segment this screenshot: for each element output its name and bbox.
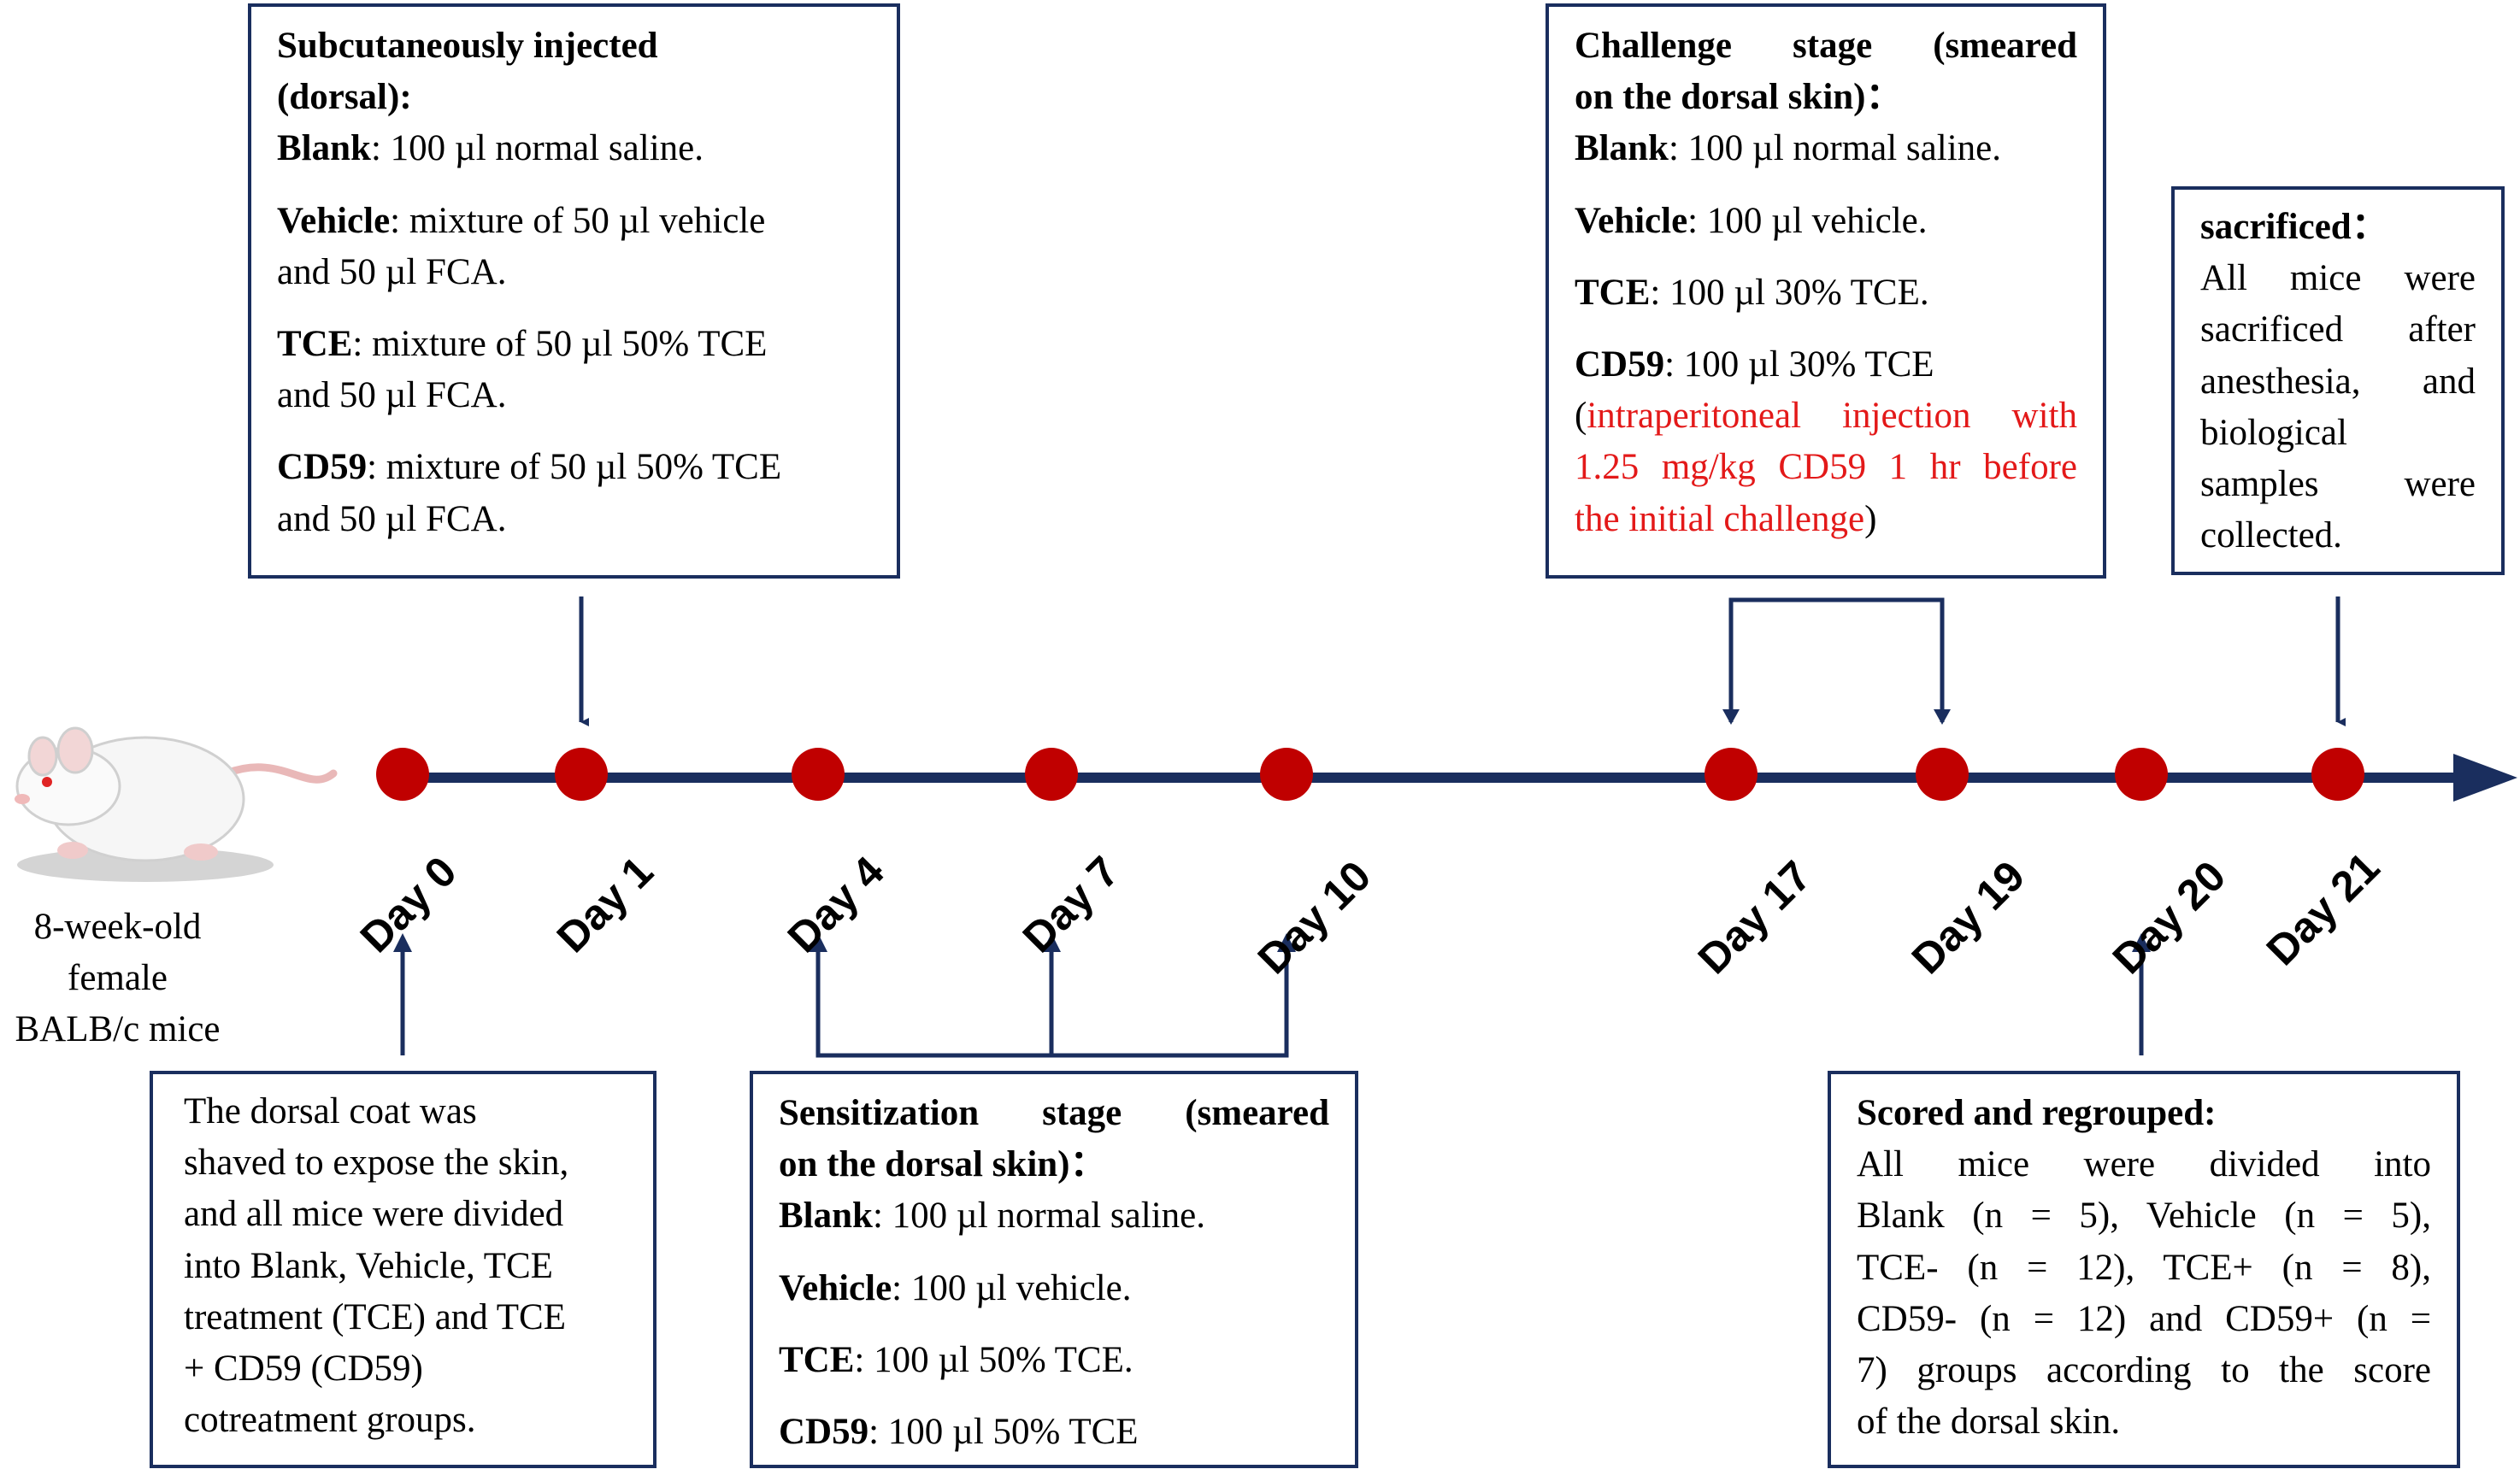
timeline-arrowhead <box>2453 754 2517 802</box>
day-dot <box>376 748 429 801</box>
challenge-note: 1.25 mg/kg CD59 1 hr before <box>1575 447 2077 488</box>
group-item-cd59: CD59: 100 µl 50% TCE <box>779 1411 1139 1452</box>
day-dot <box>555 748 608 801</box>
day-dot <box>792 748 845 801</box>
day-dot <box>1025 748 1078 801</box>
day-dot <box>1260 748 1313 801</box>
box-title: on the dorsal skin)： <box>1575 77 1903 118</box>
box-subcutaneous-injection: Subcutaneously injected (dorsal): Blank:… <box>248 3 900 579</box>
box-title: Sensitization stage (smeared <box>779 1093 1329 1133</box>
day-dot <box>2311 748 2364 801</box>
group-item-vehicle: Vehicle: 100 µl vehicle. <box>1575 200 1928 241</box>
box-title: sacrificed： <box>2200 207 2388 247</box>
white-mouse-icon <box>15 726 338 882</box>
box-sacrificed: sacrificed： All mice were sacrificed aft… <box>2171 186 2505 575</box>
group-item-tce: TCE: 100 µl 30% TCE. <box>1575 272 1929 313</box>
day-dot <box>1916 748 1969 801</box>
challenge-note: the initial challenge) <box>1575 498 1877 539</box>
day-dots <box>376 748 2364 801</box>
group-item-tce: TCE: 100 µl 50% TCE. <box>779 1339 1133 1380</box>
box-challenge-stage: Challenge stage (smeared on the dorsal s… <box>1546 3 2106 579</box>
group-item-cd59: CD59: mixture of 50 µl 50% TCE <box>277 447 782 488</box>
connector-arrows <box>393 596 2346 1058</box>
mouse-label: 8-week-old female BALB/c mice <box>15 907 221 1050</box>
group-item-tce: TCE: mixture of 50 µl 50% TCE <box>277 323 768 364</box>
day-dot <box>2115 748 2168 801</box>
group-item-blank: Blank: 100 µl normal saline. <box>277 128 704 169</box>
box-sensitization-stage: Sensitization stage (smeared on the dors… <box>750 1071 1358 1468</box>
box-title: on the dorsal skin)： <box>779 1144 1107 1185</box>
group-item-vehicle: Vehicle: mixture of 50 µl vehicle <box>277 200 766 241</box>
group-item-blank: Blank: 100 µl normal saline. <box>1575 128 2001 169</box>
group-item-vehicle: Vehicle: 100 µl vehicle. <box>779 1267 1132 1308</box>
box-title: Subcutaneously injected <box>277 26 658 66</box>
group-item-cd59: CD59: 100 µl 30% TCE <box>1575 344 1934 385</box>
box-title: (dorsal): <box>277 77 412 118</box>
box-shaving-grouping: The dorsal coat was shaved to expose the… <box>150 1071 656 1468</box>
box-title: Scored and regrouped: <box>1857 1093 2217 1133</box>
bracket-challenge <box>1728 597 1945 722</box>
group-item-blank: Blank: 100 µl normal saline. <box>779 1196 1205 1237</box>
box-scored-regrouped: Scored and regrouped: All mice were divi… <box>1828 1071 2460 1468</box>
day-dot <box>1705 748 1758 801</box>
challenge-note: (intraperitoneal injection with <box>1575 396 2077 437</box>
box-title: Challenge stage (smeared <box>1575 26 2077 66</box>
